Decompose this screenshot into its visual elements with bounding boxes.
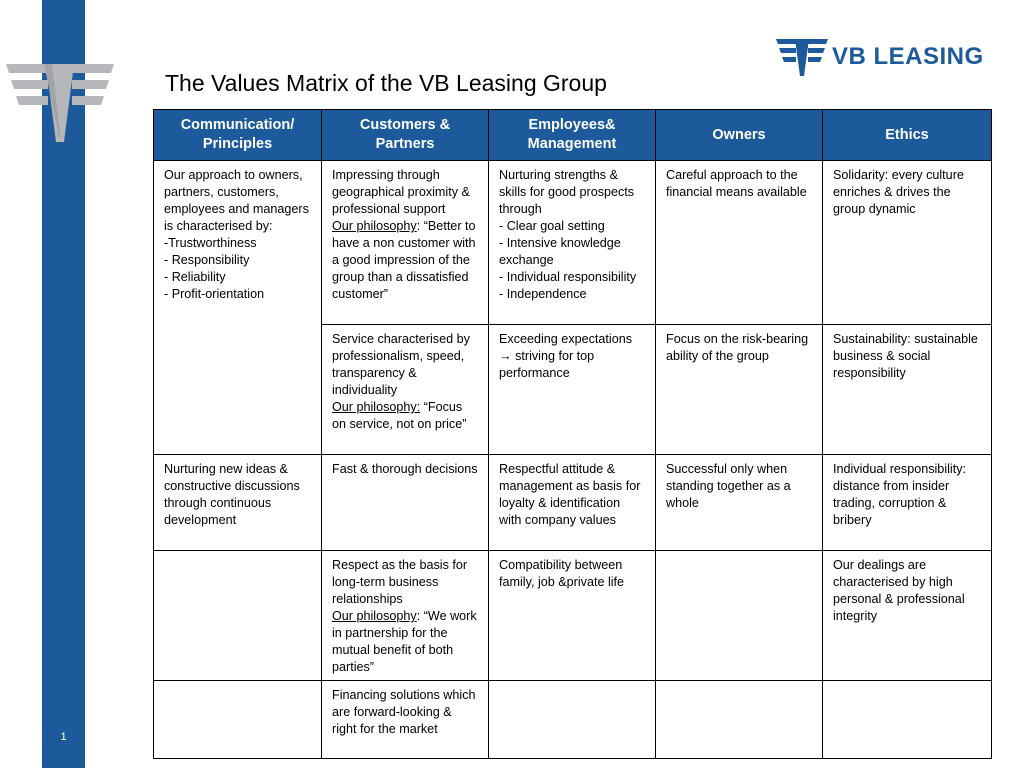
cell-text: Impressing through geographical proximit… (332, 168, 470, 216)
cell-communication: Our approach to owners, partners, custom… (153, 160, 322, 455)
list-item: - Clear goal setting (499, 219, 605, 233)
cell-communication (153, 550, 322, 681)
cell-owners: Focus on the risk-bearing ability of the… (655, 324, 823, 455)
brand-name: VB LEASING (832, 43, 984, 70)
brand-logo: VB LEASING (776, 37, 984, 77)
page-title: The Values Matrix of the VB Leasing Grou… (165, 70, 607, 96)
cell-ethics: Our dealings are characterised by high p… (822, 550, 992, 681)
cell-text: Exceeding expectations (499, 332, 633, 346)
table-row: Respect as the basis for long-term busin… (153, 550, 992, 681)
header-employees-management: Employees& Management (488, 109, 656, 161)
philosophy-label: Our philosophy (332, 609, 417, 623)
cell-communication (153, 680, 322, 759)
header-ethics: Ethics (822, 109, 992, 161)
list-item: - Reliability (164, 270, 226, 284)
list-item: - Responsibility (164, 253, 250, 267)
table-header-row: Communication/ Principles Customers & Pa… (153, 109, 992, 161)
page-number: 1 (60, 731, 67, 743)
cell-text: Respect as the basis for long-term busin… (332, 558, 468, 606)
cell-ethics (822, 680, 992, 759)
list-item: - Individual responsibility (499, 270, 637, 284)
philosophy-text: : “We work in partnership for the mutual… (332, 609, 477, 674)
table-row: Our approach to owners, partners, custom… (153, 160, 992, 455)
philosophy-label: Our philosophy: (332, 400, 421, 414)
arrow-right-icon: → (499, 349, 512, 363)
cell-communication: Nurturing new ideas & constructive discu… (153, 454, 322, 551)
cell-owners: Careful approach to the financial means … (655, 160, 823, 325)
vb-brand-icon (776, 39, 828, 76)
list-item: - Profit-orientation (164, 287, 265, 301)
table-row: Service characterised by professionalism… (154, 324, 992, 455)
header-owners: Owners (655, 109, 823, 161)
cell-text: Service characterised by professionalism… (332, 332, 470, 397)
values-matrix-table: Communication/ Principles Customers & Pa… (153, 109, 992, 759)
cell-employees: Compatibility between family, job &priva… (488, 550, 656, 681)
philosophy-text: : “Better to have a non customer with a … (332, 219, 476, 301)
philosophy-text: “Focus on service, not on price” (332, 400, 467, 431)
cell-customers: Fast & thorough decisions (321, 454, 489, 551)
header-customers-partners: Customers & Partners (321, 109, 489, 161)
table-row: Nurturing new ideas & constructive discu… (153, 454, 992, 551)
cell-customers: Respect as the basis for long-term busin… (321, 550, 489, 681)
cell-owners (655, 550, 823, 681)
cell-customers: Service characterised by professionalism… (321, 324, 489, 455)
header-communication-principles: Communication/ Principles (153, 109, 322, 161)
cell-text: Nurturing strengths & skills for good pr… (499, 168, 635, 216)
cell-employees: Respectful attitude & management as basi… (488, 454, 656, 551)
cell-customers: Impressing through geographical proximit… (321, 160, 489, 325)
cell-owners (655, 680, 823, 759)
cell-text: Our approach to owners, partners, custom… (164, 168, 309, 233)
cell-customers: Financing solutions which are forward-lo… (321, 680, 489, 759)
cell-ethics: Sustainability: sustainable business & s… (822, 324, 992, 455)
list-item: - Intensive knowledge exchange (499, 236, 621, 267)
table-row: Financing solutions which are forward-lo… (153, 680, 992, 759)
philosophy-label: Our philosophy (332, 219, 417, 233)
cell-employees: Nurturing strengths & skills for good pr… (488, 160, 656, 325)
vb-emblem-logo-icon (6, 64, 114, 149)
cell-owners: Successful only when standing together a… (655, 454, 823, 551)
list-item: - Independence (499, 287, 587, 301)
list-item: -Trustworthiness (164, 236, 257, 250)
cell-text: striving for top performance (499, 349, 595, 380)
cell-employees: Exceeding expectations → striving for to… (488, 324, 656, 455)
cell-employees (488, 680, 656, 759)
cell-ethics: Solidarity: every culture enriches & dri… (822, 160, 992, 325)
cell-ethics: Individual responsibility: distance from… (822, 454, 992, 551)
